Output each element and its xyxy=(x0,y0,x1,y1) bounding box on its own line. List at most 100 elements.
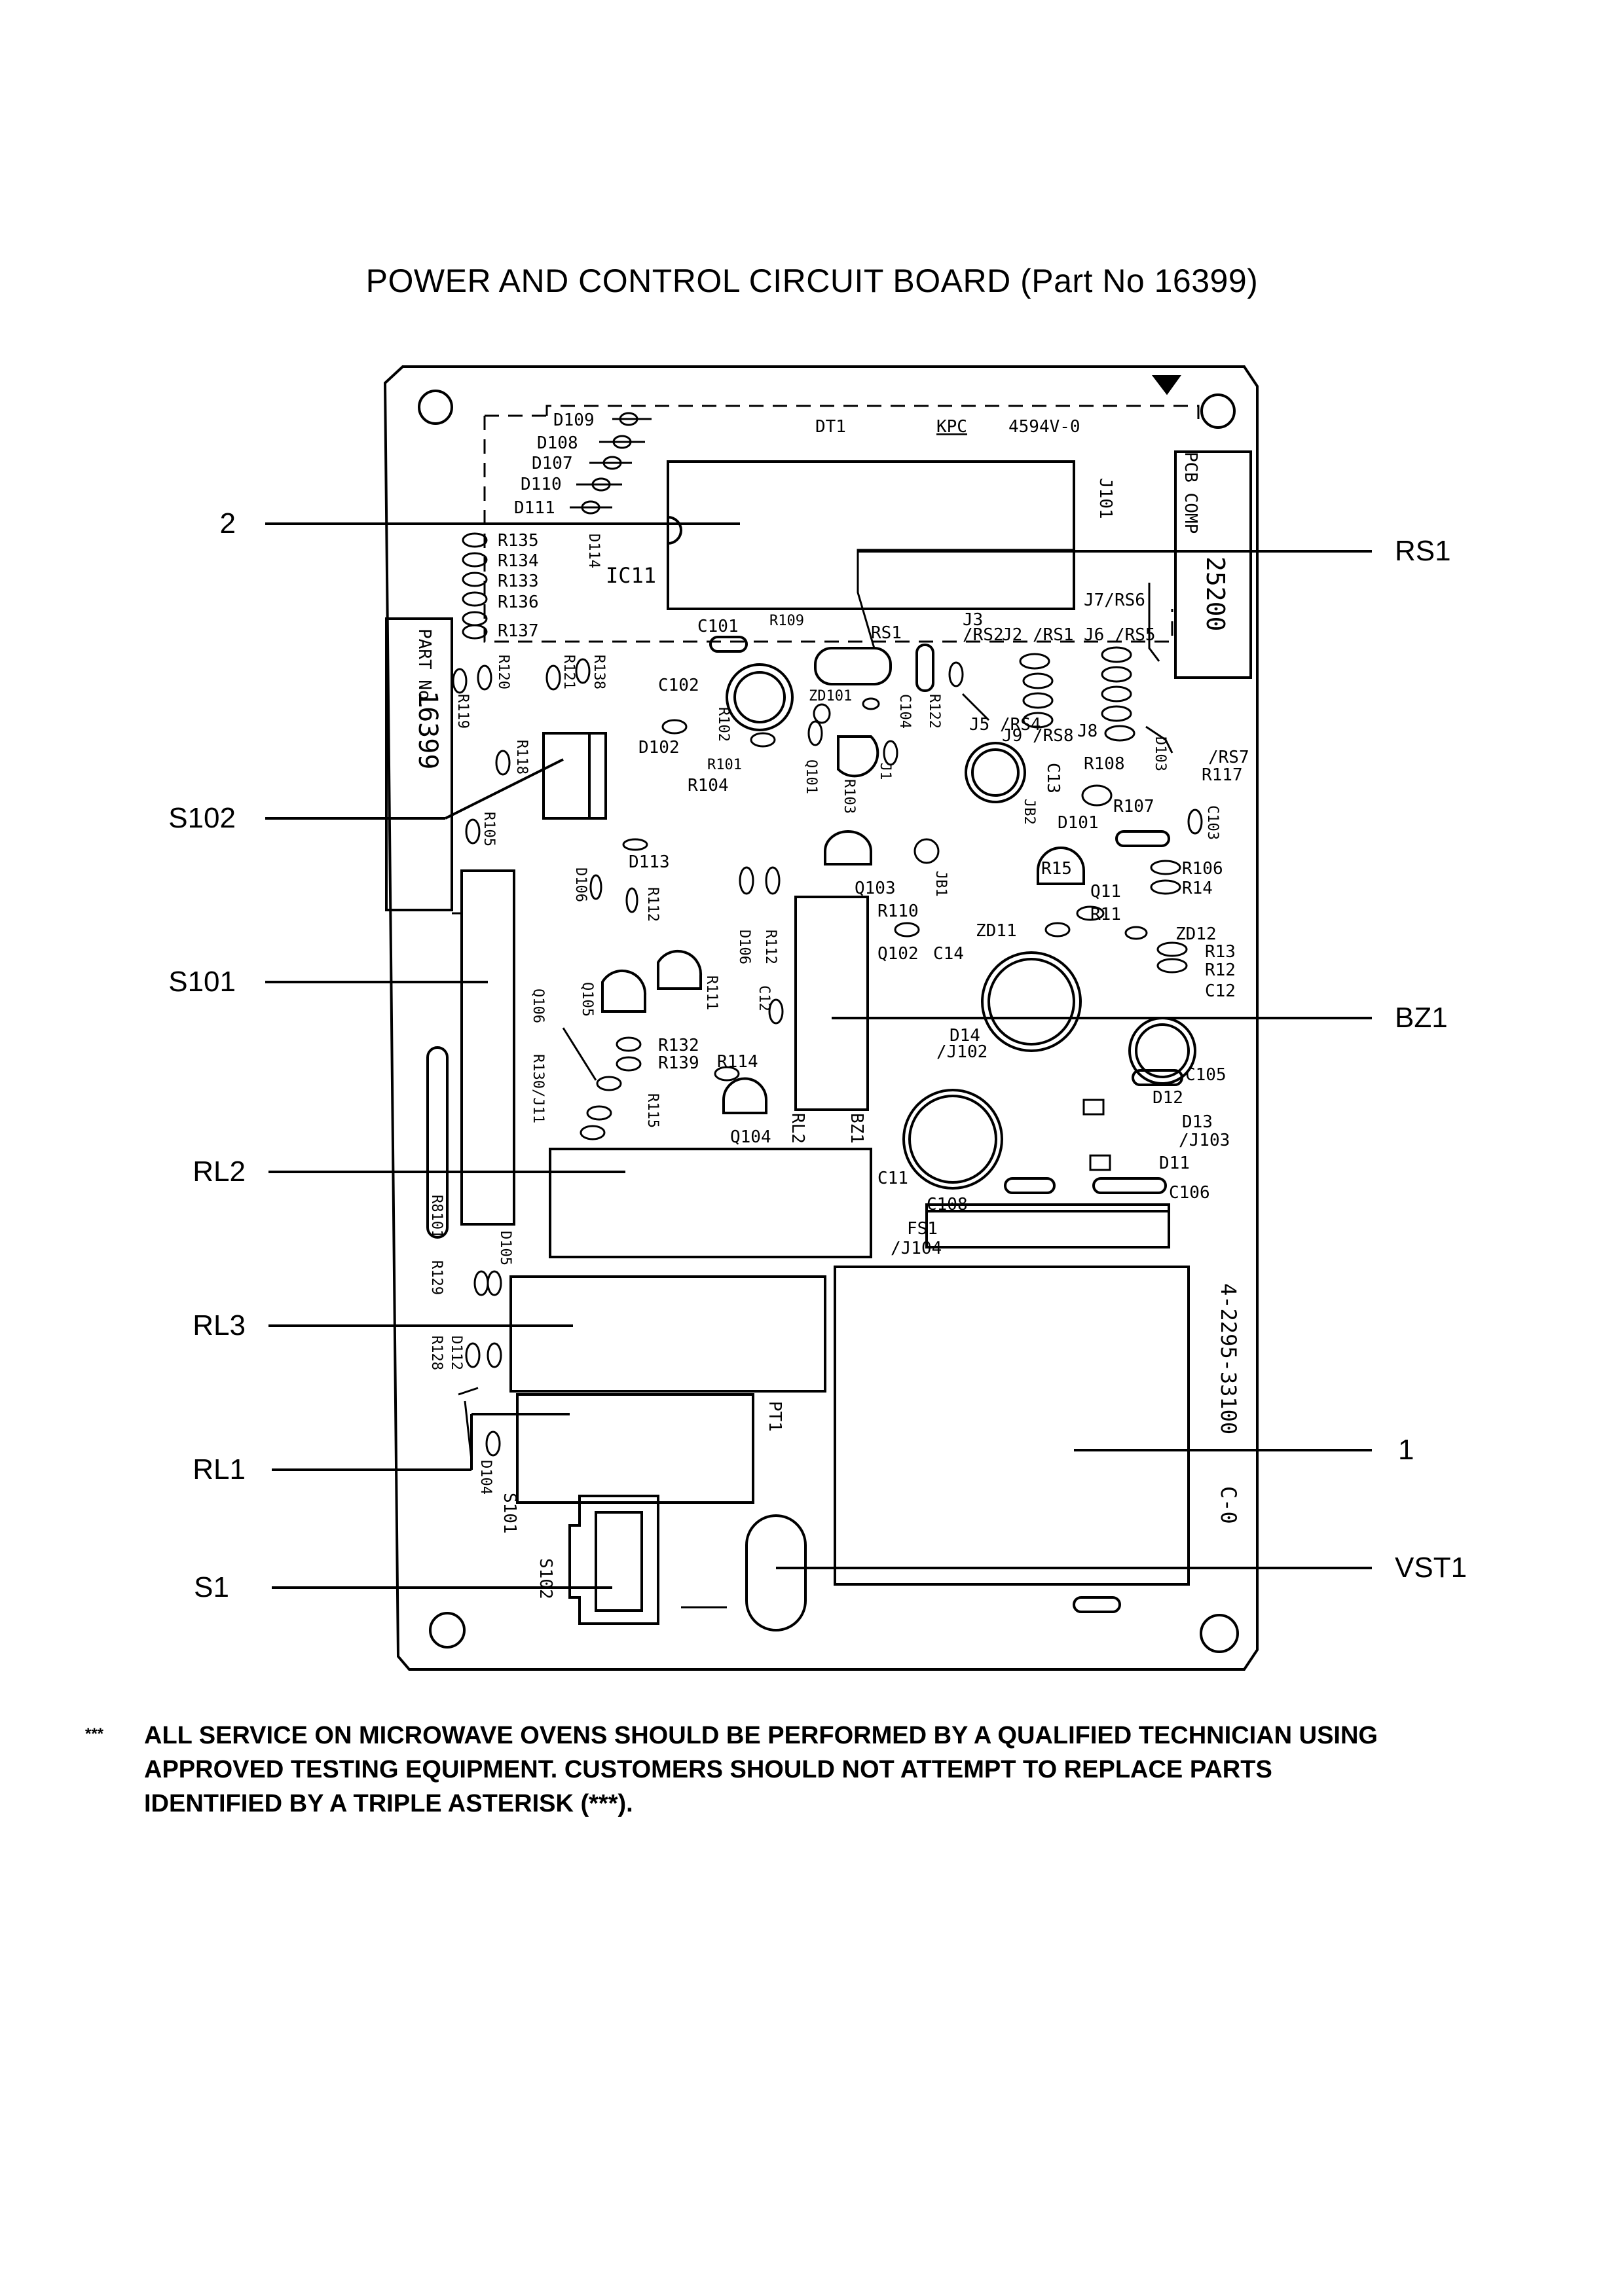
fs1-fuse xyxy=(925,1203,1170,1248)
r111-label: C12 xyxy=(756,985,772,1011)
r114-label: R114 xyxy=(717,1052,758,1072)
bz1-buzzer xyxy=(794,896,869,1111)
c106-label: C106 xyxy=(1169,1183,1210,1203)
r112-label: D106 xyxy=(736,930,752,964)
q106-transistor xyxy=(601,969,647,1013)
c14-label: C14 xyxy=(933,944,964,964)
d12-label: D12 xyxy=(1153,1088,1183,1108)
j102-label: /J102 xyxy=(936,1042,987,1062)
rs1-board-label: RS1 xyxy=(871,623,902,643)
d111-label: D111 xyxy=(514,498,555,518)
callout-rs1: RS1 xyxy=(1395,535,1451,567)
kpc-label: KPC xyxy=(936,417,967,437)
q104-label: Q104 xyxy=(730,1127,771,1147)
zd11-label: ZD11 xyxy=(976,921,1017,941)
rl3-relay xyxy=(509,1275,826,1393)
footnote-marker: *** xyxy=(85,1725,104,1743)
callout-rl1: RL1 xyxy=(193,1453,246,1485)
pcb-comp-label: PCB COMP xyxy=(1181,452,1200,534)
d103-label: R107 xyxy=(1113,797,1154,816)
q11-transistor xyxy=(1037,847,1085,885)
rev-label: 4-2295-33100 xyxy=(1216,1283,1241,1434)
d109-label: D109 xyxy=(553,410,595,430)
d104-label: D104 xyxy=(477,1460,494,1495)
rl2-board-label: RL2 xyxy=(788,1113,807,1144)
display-area-dt1 xyxy=(483,405,1200,643)
mount-hole-top-left xyxy=(418,390,453,425)
q101-transistor xyxy=(837,735,879,778)
r102-label: D102 xyxy=(638,738,680,757)
j1-label: C13 xyxy=(1043,763,1063,793)
callout-rl2: RL2 xyxy=(193,1156,246,1188)
j9-rs8-label: J8 xyxy=(1077,721,1098,741)
callout-rl3: RL3 xyxy=(193,1309,246,1341)
d110-label: D110 xyxy=(521,475,562,494)
c12-label: C12 xyxy=(1205,981,1236,1001)
zd101-label: ZD101 xyxy=(809,688,852,704)
footnote-text: ALL SERVICE ON MICROWAVE OVENS SHOULD BE… xyxy=(144,1722,1378,1817)
part-no-label: 16399 xyxy=(413,691,443,769)
j4-rs3-label: J5 /RS4 xyxy=(969,715,1041,735)
dt1-label: DT1 xyxy=(815,417,846,437)
r137-label: R137 xyxy=(498,621,539,641)
zd12-label: ZD12 xyxy=(1175,924,1217,944)
r12-label: R12 xyxy=(1205,960,1236,980)
q11-label: Q11 xyxy=(1090,882,1121,902)
c101-label: C101 xyxy=(697,617,739,636)
r8101-label: R8101 xyxy=(428,1195,445,1238)
r109-label: R109 xyxy=(769,613,804,629)
c102-capacitor xyxy=(726,663,794,731)
c13-label: JB2 xyxy=(1021,799,1037,825)
r129-label: R129 xyxy=(428,1260,445,1295)
d114-label: D114 xyxy=(585,534,602,568)
q102-label: Q102 xyxy=(877,944,919,964)
d112-label: D112 xyxy=(448,1336,464,1370)
bz1-board-label: BZ1 xyxy=(847,1113,866,1144)
d106-label: R112 xyxy=(644,887,661,922)
r15-label: R15 xyxy=(1041,859,1072,879)
r101-label: R104 xyxy=(688,776,729,795)
s102-switch xyxy=(542,732,607,820)
c108-label: C108 xyxy=(927,1195,968,1214)
rl3-board-label: PT1 xyxy=(765,1401,784,1432)
part-label-box xyxy=(385,617,453,911)
q101-label: R103 xyxy=(841,779,857,814)
board-outline xyxy=(383,365,1259,1671)
j104-label: /J104 xyxy=(891,1239,942,1258)
rl2-relay xyxy=(549,1148,872,1258)
j3-label: J3 xyxy=(963,610,983,630)
ic11-outline xyxy=(667,460,1075,610)
r133-label: R133 xyxy=(498,572,539,591)
d107-label: D107 xyxy=(532,454,573,473)
j101-label: J101 xyxy=(1096,478,1115,519)
r117-label: R120 xyxy=(495,655,511,689)
r105-label: R102 xyxy=(715,707,731,742)
ic-label: IC11 xyxy=(606,563,656,588)
r138-label: R119 xyxy=(454,694,471,729)
q103-label: Q103 xyxy=(855,879,896,898)
r132-label: R132 xyxy=(658,1036,699,1055)
callout-bz1: BZ1 xyxy=(1395,1002,1448,1034)
rs2-label: /RS2 xyxy=(963,625,1004,645)
model-label: 4594V-0 xyxy=(1008,417,1080,437)
r119-label: R118 xyxy=(513,740,530,774)
d108-label: D108 xyxy=(537,433,578,453)
mount-hole-bottom-right xyxy=(1200,1614,1239,1653)
c11-label: C11 xyxy=(877,1169,908,1188)
j5-rs4-label: J9 /RS8 xyxy=(1002,726,1074,746)
q103-transistor xyxy=(824,830,872,866)
comp-no-label: 25200 xyxy=(1201,556,1230,631)
r13-label: R13 xyxy=(1205,942,1236,962)
r130-j11-label: R130/J11 xyxy=(530,1054,546,1123)
c14-capacitor xyxy=(981,951,1082,1052)
j7-rs6-label: J7/RS6 xyxy=(1084,591,1145,610)
mount-hole-top-right xyxy=(1200,393,1236,429)
c11-capacitor xyxy=(902,1089,1003,1190)
c104-label: C104 xyxy=(896,694,913,729)
rl1-relay xyxy=(516,1393,754,1504)
j6-rs5-label: J6 /RS5 xyxy=(1084,625,1156,645)
d11-label: D11 xyxy=(1159,1154,1190,1173)
q105-label: R111 xyxy=(703,975,720,1010)
r139-label: R139 xyxy=(658,1053,699,1073)
